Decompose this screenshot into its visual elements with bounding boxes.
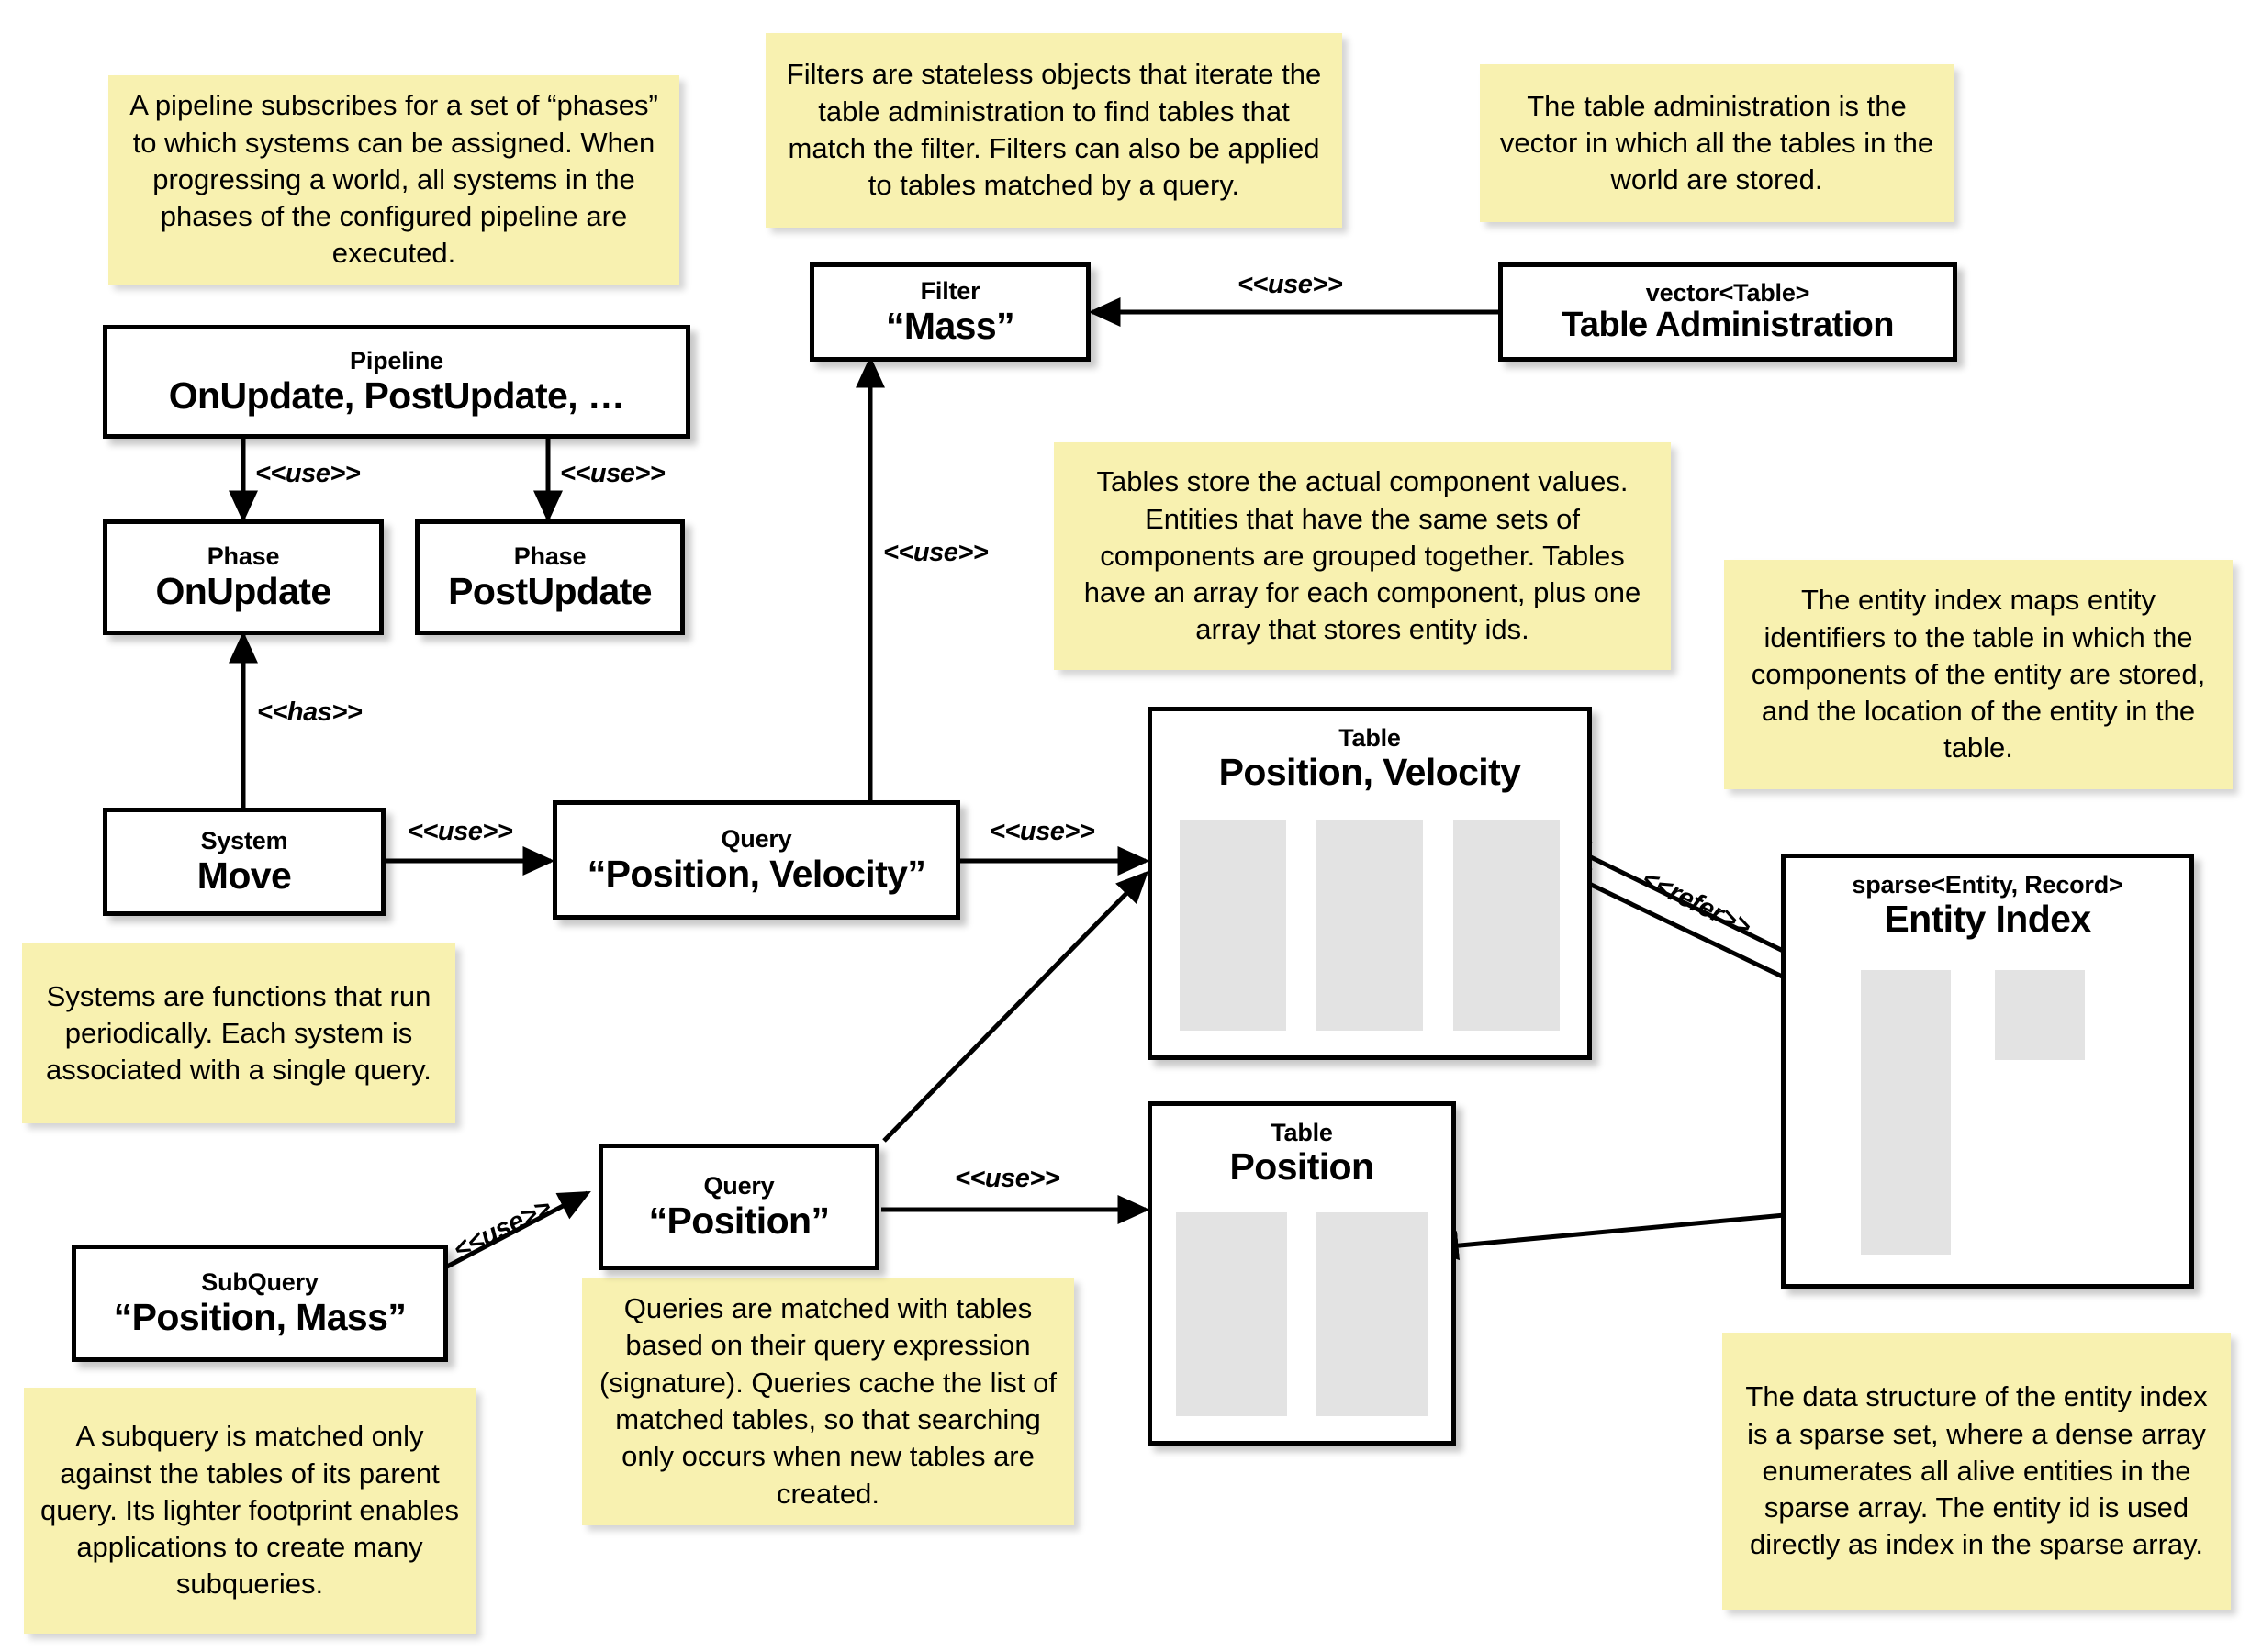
edge-label-entityindex-to-tablepv: <<refer>> — [1637, 864, 1756, 943]
box-query-p-name: “Position” — [648, 1199, 830, 1242]
entity-index-dense-array — [1995, 970, 2085, 1060]
box-table-p-name: Position — [1229, 1145, 1375, 1189]
box-pipeline-stereotype: Pipeline — [350, 347, 443, 375]
edge-label-tableadmin-to-filter: <<use>> — [1237, 270, 1343, 299]
box-subquery-name: “Position, Mass” — [113, 1295, 407, 1338]
note-subquery-text: A subquery is matched only against the t… — [39, 1420, 460, 1601]
note-query: Queries are matched with tables based on… — [582, 1278, 1074, 1525]
box-subquery-position-mass[interactable]: SubQuery “Position, Mass” — [72, 1245, 448, 1362]
edge-label-queryp-to-tablep: <<use>> — [955, 1164, 1060, 1193]
note-filter-text: Filters are stateless objects that itera… — [786, 58, 1322, 202]
note-query-text: Queries are matched with tables based on… — [599, 1292, 1057, 1510]
edge-label-querypv-to-tablepv: <<use>> — [990, 817, 1095, 846]
box-filter-mass-name: “Mass” — [886, 304, 1015, 347]
note-table: Tables store the actual component values… — [1054, 442, 1671, 670]
box-filter-mass-stereotype: Filter — [920, 277, 980, 306]
box-pipeline-name: OnUpdate, PostUpdate, … — [168, 374, 625, 417]
box-query-pv-stereotype: Query — [721, 825, 792, 854]
entity-index-sparse-array — [1861, 970, 1951, 1255]
box-query-p-stereotype: Query — [703, 1172, 775, 1200]
box-phase-onupdate-stereotype: Phase — [207, 542, 280, 571]
box-query-pv-name: “Position, Velocity” — [587, 852, 926, 895]
note-entity-index: The entity index maps entity identifiers… — [1724, 560, 2233, 789]
box-table-position[interactable]: Table Position — [1148, 1101, 1456, 1446]
note-system: Systems are functions that run periodica… — [22, 943, 455, 1123]
box-system-move-name: Move — [196, 854, 292, 897]
box-table-administration[interactable]: vector<Table> Table Administration — [1498, 262, 1957, 362]
edge-label-system-to-phase: <<has>> — [257, 698, 363, 727]
box-table-admin-name: Table Administration — [1562, 306, 1894, 345]
box-query-position[interactable]: Query “Position” — [599, 1144, 879, 1270]
box-entity-index-stereotype: sparse<Entity, Record> — [1852, 871, 2123, 899]
box-entity-index-name: Entity Index — [1884, 898, 2091, 941]
table-p-column-entity-ids — [1176, 1212, 1287, 1416]
box-query-position-velocity[interactable]: Query “Position, Velocity” — [553, 800, 960, 920]
box-phase-postupdate-stereotype: Phase — [513, 542, 587, 571]
box-subquery-stereotype: SubQuery — [201, 1268, 319, 1297]
table-pv-columns — [1180, 820, 1560, 1031]
edge-label-query-to-filter: <<use>> — [883, 538, 989, 567]
box-pipeline[interactable]: Pipeline OnUpdate, PostUpdate, … — [103, 325, 690, 439]
table-pv-column-position — [1316, 820, 1423, 1031]
note-sparse-set-text: The data structure of the entity index i… — [1745, 1380, 2208, 1561]
box-table-pv-stereotype: Table — [1338, 724, 1401, 752]
box-system-move[interactable]: System Move — [103, 808, 386, 916]
edge-label-pipeline-to-postupdate: <<use>> — [560, 459, 666, 488]
box-table-position-velocity[interactable]: Table Position, Velocity — [1148, 707, 1592, 1060]
box-entity-index[interactable]: sparse<Entity, Record> Entity Index — [1781, 854, 2194, 1289]
note-filter: Filters are stateless objects that itera… — [766, 33, 1342, 228]
table-p-columns — [1176, 1212, 1428, 1416]
edge-label-system-to-query: <<use>> — [408, 817, 513, 846]
box-phase-postupdate[interactable]: Phase PostUpdate — [415, 519, 685, 635]
box-system-move-stereotype: System — [200, 827, 288, 855]
note-pipeline-text: A pipeline subscribes for a set of “phas… — [129, 89, 658, 270]
table-p-column-position — [1316, 1212, 1428, 1416]
box-phase-postupdate-name: PostUpdate — [448, 569, 652, 612]
box-filter-mass[interactable]: Filter “Mass” — [810, 262, 1091, 362]
note-subquery: A subquery is matched only against the t… — [24, 1388, 476, 1634]
note-pipeline: A pipeline subscribes for a set of “phas… — [108, 75, 679, 285]
note-system-text: Systems are functions that run periodica… — [46, 979, 431, 1087]
note-table-text: Tables store the actual component values… — [1083, 465, 1641, 646]
note-table-admin-text: The table administration is the vector i… — [1499, 89, 1934, 196]
table-pv-column-entity-ids — [1180, 820, 1286, 1031]
box-table-p-stereotype: Table — [1271, 1119, 1333, 1146]
edge-label-subquery-to-queryp: <<use>> — [448, 1192, 556, 1266]
box-table-admin-stereotype: vector<Table> — [1645, 278, 1810, 307]
box-phase-onupdate-name: OnUpdate — [155, 569, 331, 612]
note-table-admin: The table administration is the vector i… — [1480, 64, 1954, 222]
table-pv-column-velocity — [1453, 820, 1560, 1031]
note-sparse-set: The data structure of the entity index i… — [1722, 1333, 2231, 1610]
box-phase-onupdate[interactable]: Phase OnUpdate — [103, 519, 384, 635]
note-entity-index-text: The entity index maps entity identifiers… — [1751, 584, 2206, 765]
edge-label-pipeline-to-onupdate: <<use>> — [255, 459, 361, 488]
box-table-pv-name: Position, Velocity — [1218, 751, 1521, 794]
